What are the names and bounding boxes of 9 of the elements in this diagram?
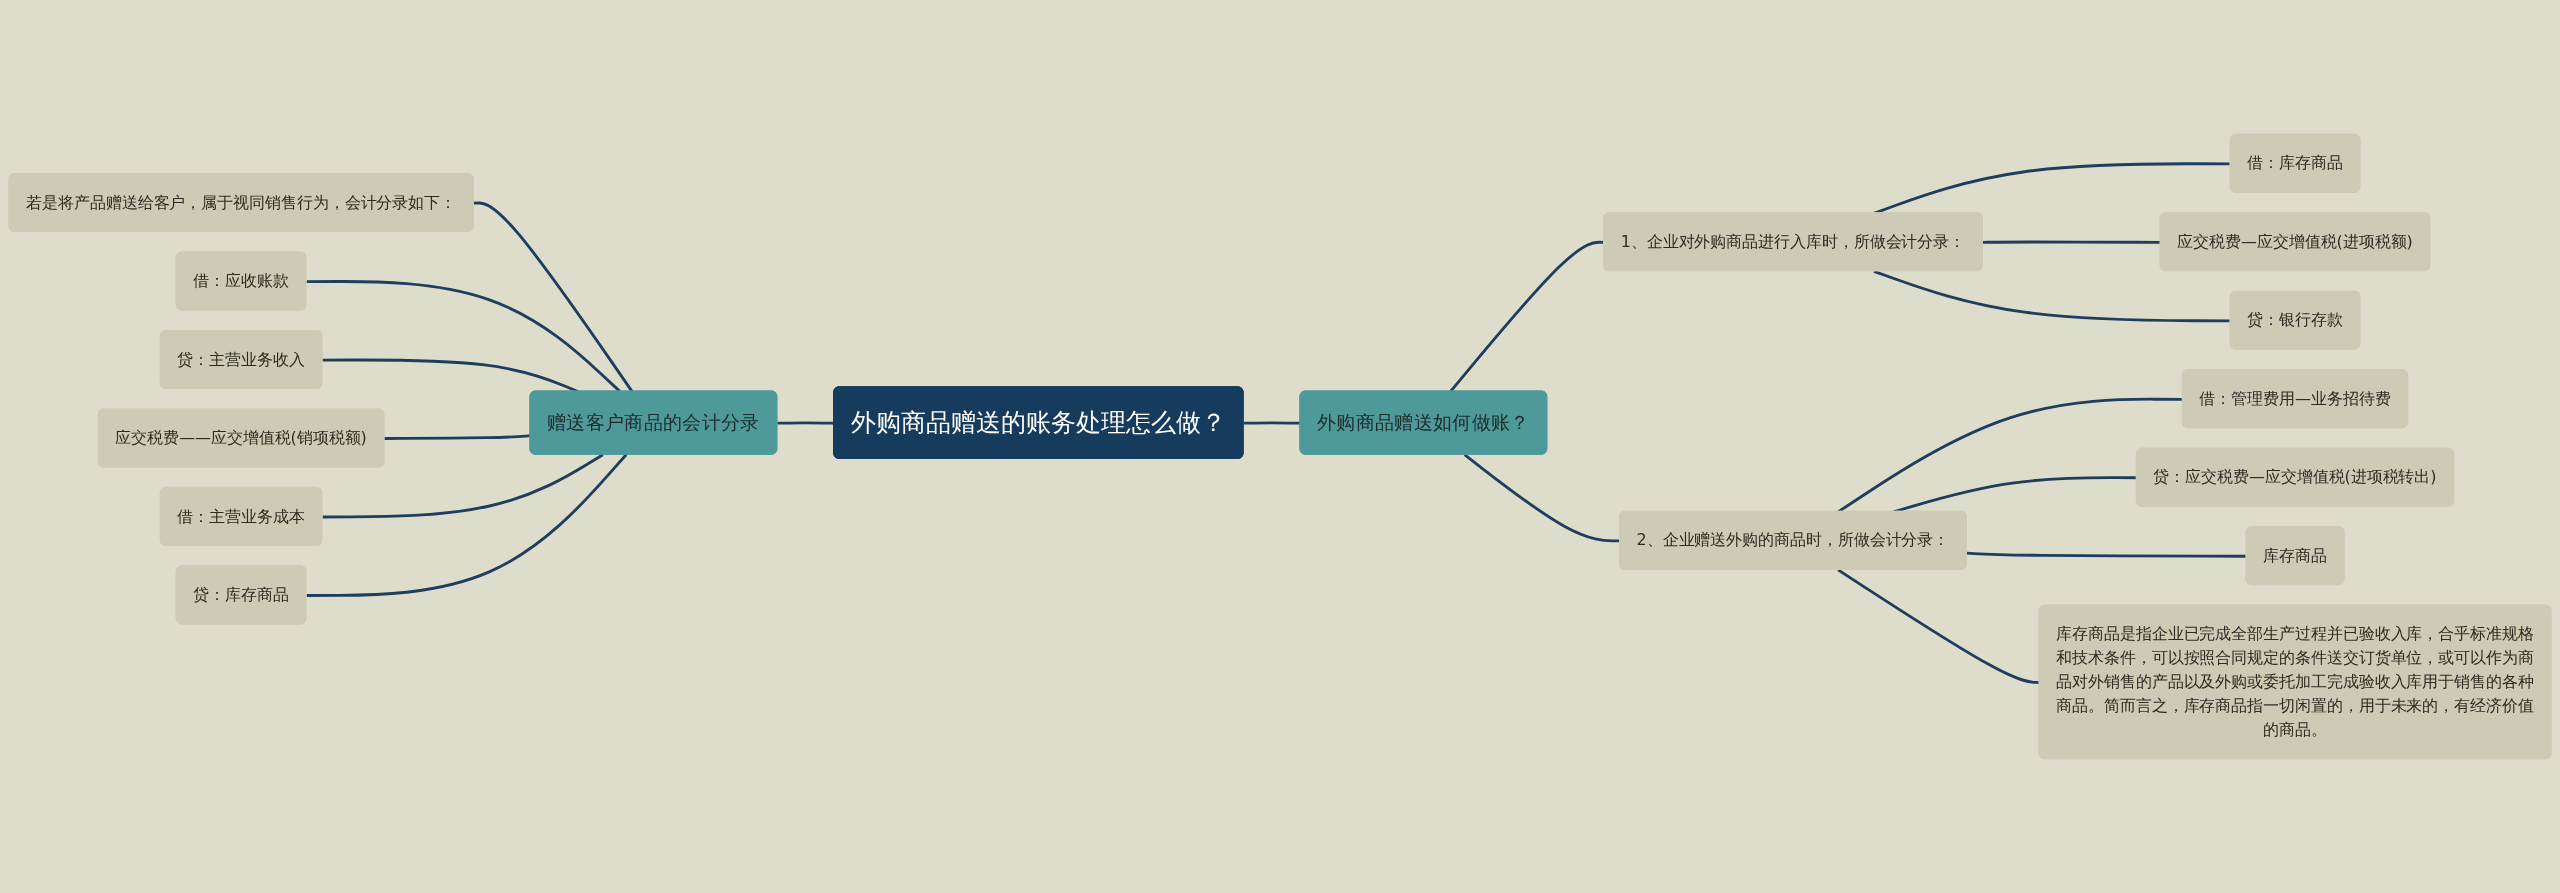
connector (306, 280, 622, 393)
connector (1873, 270, 2231, 323)
connector (306, 453, 628, 597)
connector (1982, 240, 2161, 244)
connector (1837, 568, 2040, 684)
connector (322, 358, 579, 393)
connector (473, 201, 634, 393)
connector (322, 453, 604, 519)
connector (1966, 551, 2247, 558)
